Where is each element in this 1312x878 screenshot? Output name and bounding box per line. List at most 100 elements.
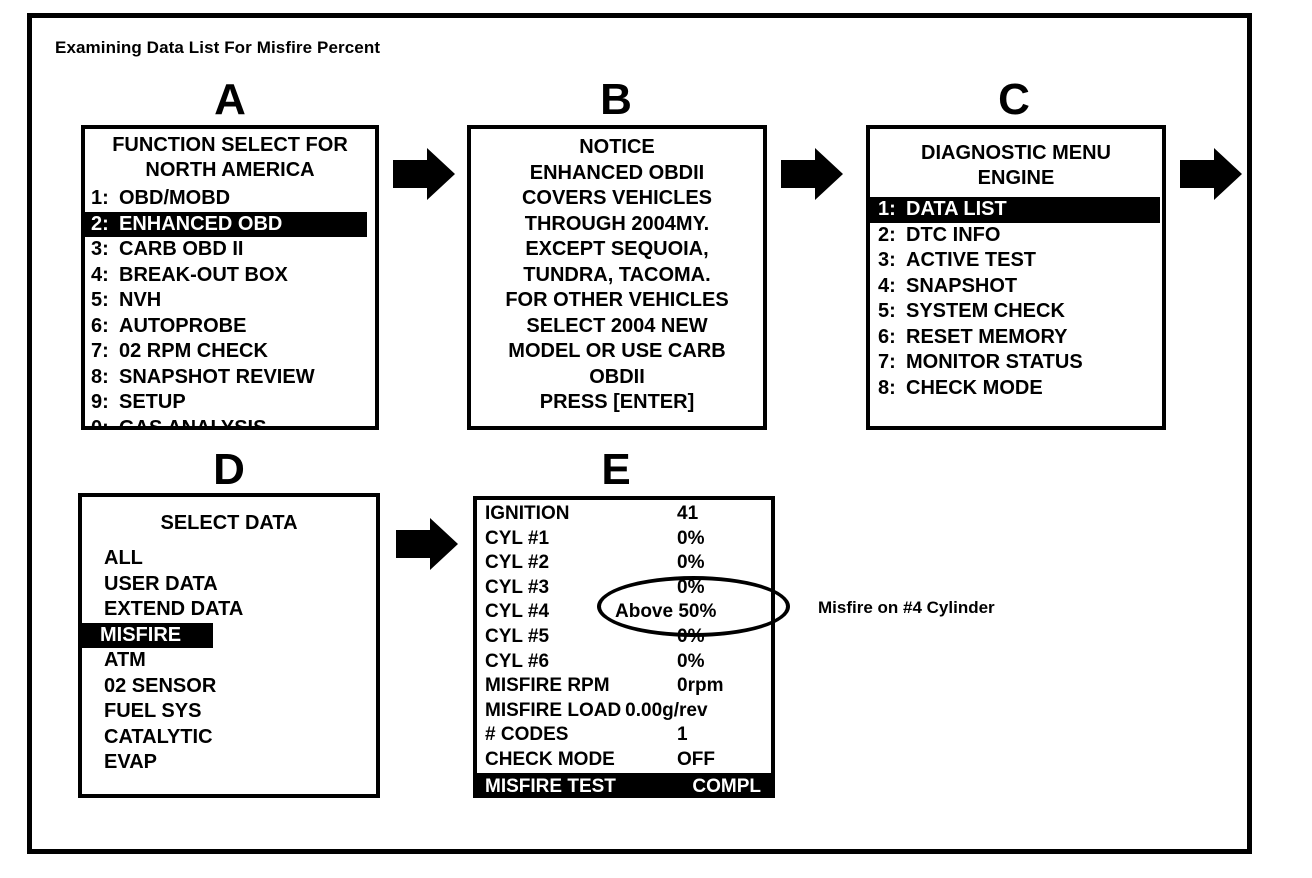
menu-item-label: DATA LIST (906, 198, 1007, 220)
list-item-wrap: USER DATA (82, 572, 376, 598)
menu-item-number: 5: (91, 289, 109, 311)
data-row-value: 0% (677, 527, 705, 549)
notice-line: OBDII (589, 365, 645, 388)
notice-line: MODEL OR USE CARB (508, 340, 726, 362)
menu-item-number: 1: (91, 187, 109, 209)
menu-item-system-check[interactable]: 5: SYSTEM CHECK (870, 299, 1162, 325)
panel-letter-c: C (998, 75, 1030, 124)
screen-misfire-data-list[interactable]: IGNITION 41 CYL #1 0% CYL #2 0% CYL #3 0… (473, 496, 775, 798)
menu-item-number: 6: (878, 325, 896, 348)
list-item-atm[interactable]: ATM (104, 649, 146, 671)
data-row-label: CYL #5 (485, 625, 550, 647)
data-row-value: 1 (677, 724, 688, 746)
menu-item-reset-memory[interactable]: 6: RESET MEMORY (870, 325, 1162, 351)
data-row-misfire-test: MISFIRE TEST COMPL (477, 772, 771, 794)
menu-item-autoprobe[interactable]: 6: AUTOPROBE (85, 314, 375, 340)
notice-line: COVERS VEHICLES (521, 187, 713, 209)
data-row-label: IGNITION (485, 503, 570, 524)
arrow-c-to-d-icon (1180, 148, 1242, 205)
screen-b-notice-body: NOTICE ENHANCED OBDII COVERS VEHICLES TH… (471, 129, 763, 416)
data-row-label: CYL #3 (485, 576, 550, 598)
data-row-check-mode: CHECK MODE OFF (477, 748, 771, 773)
menu-item-nvh[interactable]: 5: NVH (85, 288, 375, 314)
menu-item-label: BREAK-OUT BOX (119, 263, 288, 286)
menu-item-active-test[interactable]: 3: ACTIVE TEST (870, 248, 1162, 274)
data-row-value: 0.00g/rev (625, 699, 708, 721)
menu-item-snapshot-review[interactable]: 8: SNAPSHOT REVIEW (85, 365, 375, 391)
menu-item-label: SNAPSHOT (906, 274, 1018, 297)
menu-item-number: 4: (878, 274, 896, 297)
screen-d-title: SELECT DATA (160, 512, 298, 534)
screen-c-menu-list: 1: DATA LIST 2: DTC INFO 3: ACTIVE TEST … (870, 197, 1162, 401)
menu-item-obd-mobd[interactable]: 1: OBD/MOBD (85, 186, 375, 212)
screen-diagnostic-menu[interactable]: DIAGNOSTIC MENU ENGINE 1: DATA LIST 2: D… (866, 125, 1166, 430)
menu-item-number: 5: (878, 300, 896, 322)
list-item-02-sensor[interactable]: 02 SENSOR (104, 674, 217, 697)
list-item-catalytic[interactable]: CATALYTIC (104, 725, 213, 748)
menu-item-number: 4: (91, 263, 109, 286)
screen-select-data[interactable]: SELECT DATA ALL USER DATA EXTEND DATA MI… (78, 493, 380, 798)
menu-item-break-out-box[interactable]: 4: BREAK-OUT BOX (85, 263, 375, 289)
arrow-b-to-c-icon (781, 148, 843, 205)
menu-item-number: 2: (91, 212, 109, 235)
notice-line: SELECT 2004 NEW (526, 314, 708, 337)
notice-line: THROUGH 2004MY. (524, 212, 710, 235)
list-item-wrap: MISFIRE (82, 622, 376, 648)
data-row-label: CHECK MODE (485, 748, 615, 770)
screen-a-menu-list: 1: OBD/MOBD 2: ENHANCED OBD 3: CARB OBD … (85, 186, 375, 430)
data-row-misfire-rpm: MISFIRE RPM 0rpm (477, 674, 771, 699)
list-item-misfire[interactable]: MISFIRE (82, 622, 214, 648)
menu-item-02-rpm-check[interactable]: 7: 02 RPM CHECK (85, 339, 375, 365)
menu-item-label: SNAPSHOT REVIEW (119, 365, 315, 388)
screen-c-title-line-1: DIAGNOSTIC MENU (921, 142, 1111, 164)
data-row-label: CYL #4 (485, 601, 550, 623)
notice-line: NOTICE (579, 136, 655, 158)
list-item-evap[interactable]: EVAP (104, 751, 157, 773)
arrow-d-to-e-icon (396, 518, 458, 575)
page-title: Examining Data List For Misfire Percent (55, 38, 381, 57)
menu-item-dtc-info[interactable]: 2: DTC INFO (870, 223, 1162, 249)
data-row-label: MISFIRE RPM (485, 675, 610, 697)
menu-item-label: CARB OBD II (119, 238, 244, 260)
data-row-value: 0% (677, 625, 705, 647)
data-row-label: CYL #1 (485, 527, 550, 549)
data-row-value: 0% (677, 576, 705, 598)
data-row-cyl-1: CYL #1 0% (477, 527, 771, 552)
menu-item-monitor-status[interactable]: 7: MONITOR STATUS (870, 350, 1162, 376)
menu-item-number: 8: (91, 365, 109, 388)
menu-item-gas-analysis[interactable]: 0: GAS ANALYSIS (85, 416, 375, 430)
notice-line: EXCEPT SEQUOIA, (525, 238, 709, 260)
menu-item-check-mode[interactable]: 8: CHECK MODE (870, 376, 1162, 402)
menu-item-number: 0: (91, 416, 109, 430)
data-row-label: CYL #6 (485, 650, 550, 672)
menu-item-label: DTC INFO (906, 223, 1001, 246)
list-item-fuel-sys[interactable]: FUEL SYS (104, 700, 202, 722)
list-item-all[interactable]: ALL (104, 547, 143, 569)
menu-item-setup[interactable]: 9: SETUP (85, 390, 375, 416)
menu-item-label: ACTIVE TEST (906, 249, 1037, 271)
data-row-label: CYL #2 (485, 552, 550, 574)
data-row-value: OFF (677, 748, 715, 770)
menu-item-carb-obd-ii[interactable]: 3: CARB OBD II (85, 237, 375, 263)
list-item-extend-data[interactable]: EXTEND DATA (104, 598, 244, 620)
data-row-value: 0% (677, 650, 705, 672)
screen-a-title-line-1: FUNCTION SELECT FOR (112, 134, 348, 156)
menu-item-label: OBD/MOBD (119, 187, 231, 209)
screen-function-select[interactable]: FUNCTION SELECT FOR NORTH AMERICA 1: OBD… (81, 125, 379, 430)
menu-item-label: RESET MEMORY (906, 325, 1068, 348)
data-row-value: Above 50% (615, 601, 717, 623)
list-item-wrap: 02 SENSOR (82, 674, 376, 700)
menu-item-label: ENHANCED OBD (119, 212, 283, 235)
menu-item-enhanced-obd[interactable]: 2: ENHANCED OBD (85, 211, 367, 237)
list-item-wrap: EXTEND DATA (82, 597, 376, 623)
menu-item-data-list[interactable]: 1: DATA LIST (870, 197, 1160, 223)
data-row-value: 0rpm (677, 675, 724, 697)
screen-notice[interactable]: NOTICE ENHANCED OBDII COVERS VEHICLES TH… (467, 125, 767, 430)
arrow-a-to-b-icon (393, 148, 455, 205)
data-row-number-of-codes: # CODES 1 (477, 723, 771, 748)
menu-item-snapshot[interactable]: 4: SNAPSHOT (870, 274, 1162, 300)
panel-letter-a: A (214, 75, 246, 124)
menu-item-number: 8: (878, 376, 896, 399)
list-item-user-data[interactable]: USER DATA (104, 572, 218, 595)
